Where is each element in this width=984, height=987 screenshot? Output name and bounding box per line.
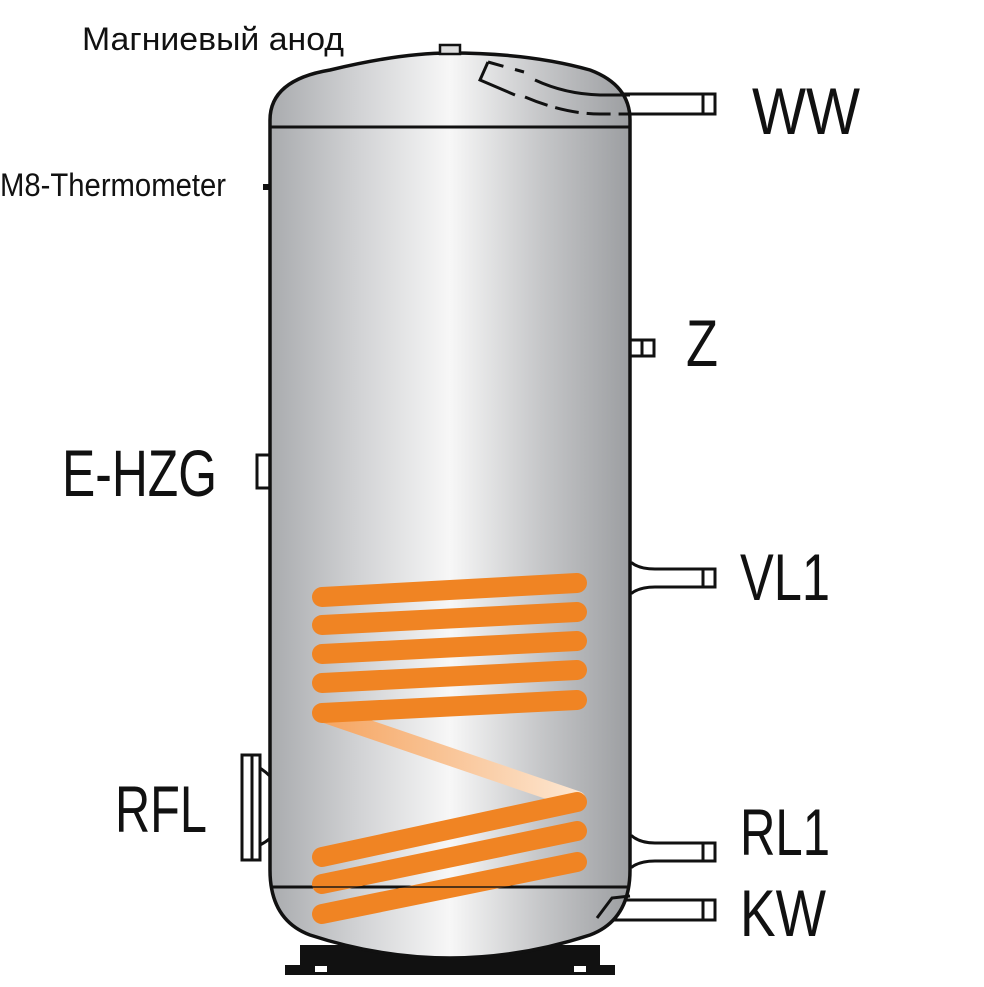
label-rfl: RFL — [115, 772, 207, 846]
label-vl1: VL1 — [740, 540, 830, 614]
coil-turn — [312, 631, 587, 664]
pipe-ww — [613, 92, 717, 116]
coil-turn — [312, 602, 587, 635]
coil-diagonal-return — [313, 704, 586, 809]
label-kw: KW — [740, 876, 827, 950]
cold-water-inlet-pipe — [595, 894, 631, 919]
coil-turn — [312, 573, 587, 607]
label-rl1: RL1 — [740, 795, 830, 869]
coil-turn — [312, 792, 587, 867]
coil-turn — [312, 690, 587, 723]
coil-turn — [312, 660, 587, 693]
stand-slot — [574, 966, 586, 972]
thermometer-port — [263, 184, 272, 190]
label-e-hzg: E-HZG — [62, 436, 217, 510]
pipe-kw — [613, 898, 717, 922]
anode-cap — [438, 43, 462, 56]
label-magnesium-anode: Магниевый анод — [82, 21, 344, 57]
pipe-rl1 — [618, 834, 717, 869]
label-z: Z — [686, 306, 718, 380]
pipe-vl1 — [618, 561, 717, 595]
hot-water-internal-pipe — [478, 60, 630, 116]
stand-slot — [315, 966, 327, 972]
label-ww: WW — [752, 74, 861, 148]
tank-stand — [285, 945, 615, 975]
label-thermometer: M8-Thermometer — [0, 167, 226, 203]
coil-turn — [312, 821, 587, 894]
